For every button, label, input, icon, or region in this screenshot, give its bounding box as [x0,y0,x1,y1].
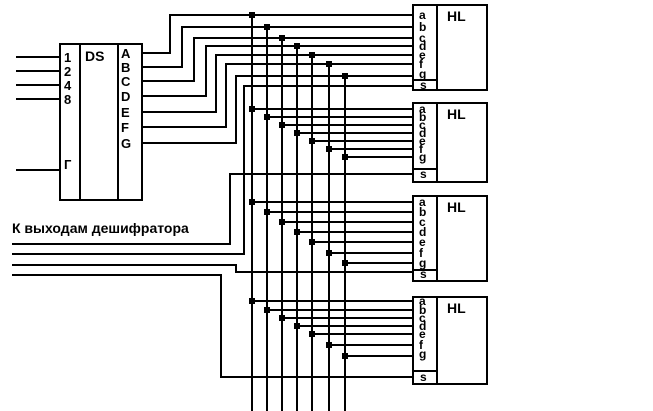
pin-d: d [419,319,426,333]
decoder-output-E: E [121,105,130,120]
wire-G [142,75,413,144]
pin-f: f [419,142,424,156]
select-wire-2 [12,85,413,255]
pin-f: f [419,246,424,260]
pin-e: e [419,327,426,341]
decoder-input-8: 8 [64,92,71,107]
pin-f: f [419,338,424,352]
pin-d: d [419,225,426,239]
select-wire-1 [12,173,413,245]
decoder-input-strobe: Г [64,157,72,172]
pin-s: s [420,78,427,92]
pin-g: g [419,150,426,164]
pin-s: s [420,370,427,384]
pin-b: b [419,205,426,219]
taps-hl3 [252,201,413,264]
pin-e: e [419,235,426,249]
indicator-label: HL [447,300,466,316]
junction-dots [249,12,348,359]
wire-B [142,26,413,68]
decoder-input-4: 4 [64,78,72,93]
pin-e: e [419,48,426,62]
pin-c: c [419,31,426,45]
pin-b: b [419,20,426,34]
pin-g: g [419,67,426,81]
select-wire-4 [12,274,413,378]
decoder-output-C: C [121,74,131,89]
indicator-block-3: HL a b c d e f g s [412,195,488,282]
pin-b: b [419,110,426,124]
indicator-label: HL [447,106,466,122]
pin-g: g [419,347,426,361]
pin-b: b [419,303,426,317]
pin-a: a [419,195,426,209]
decoder-input-2: 2 [64,64,71,79]
indicator-label: HL [447,8,466,24]
decoder-output-D: D [121,89,130,104]
decoder-output-F: F [121,120,129,135]
decoder-block: DS 1 2 4 8 Г A B C D E F G [59,43,143,201]
taps-hl4 [252,300,413,357]
decoder-label: DS [85,48,104,64]
pin-a: a [419,102,426,116]
pin-a: a [419,8,426,22]
indicator-block-4: HL a b c d e f g s [412,294,488,385]
wires [12,14,413,411]
wire-F [142,63,413,128]
pin-e: e [419,134,426,148]
note-label: К выходам дешифратора [12,220,189,236]
decoder-input-wires [16,56,60,171]
decoder-input-1: 1 [64,50,71,65]
indicator-label: HL [447,199,466,215]
decoder-output-A: A [121,46,131,61]
decoder-output-G: G [121,136,131,151]
pin-g: g [419,256,426,270]
indicator-block-2: HL a b c d e f g s [412,102,488,183]
select-wire-3 [12,264,413,273]
pin-d: d [419,126,426,140]
pin-s: s [420,167,427,181]
wire-A [142,14,413,54]
pin-a: a [419,294,426,308]
pin-c: c [419,311,426,325]
taps-hl2 [252,108,413,158]
pin-c: c [419,215,426,229]
pin-s: s [420,267,427,281]
decoder-output-B: B [121,60,130,75]
pin-c: c [419,118,426,132]
wire-D [142,45,413,97]
pin-f: f [419,57,424,71]
wire-C [142,37,413,82]
indicator-block-1: HL a b c d e f g s [412,4,488,92]
pin-d: d [419,39,426,53]
